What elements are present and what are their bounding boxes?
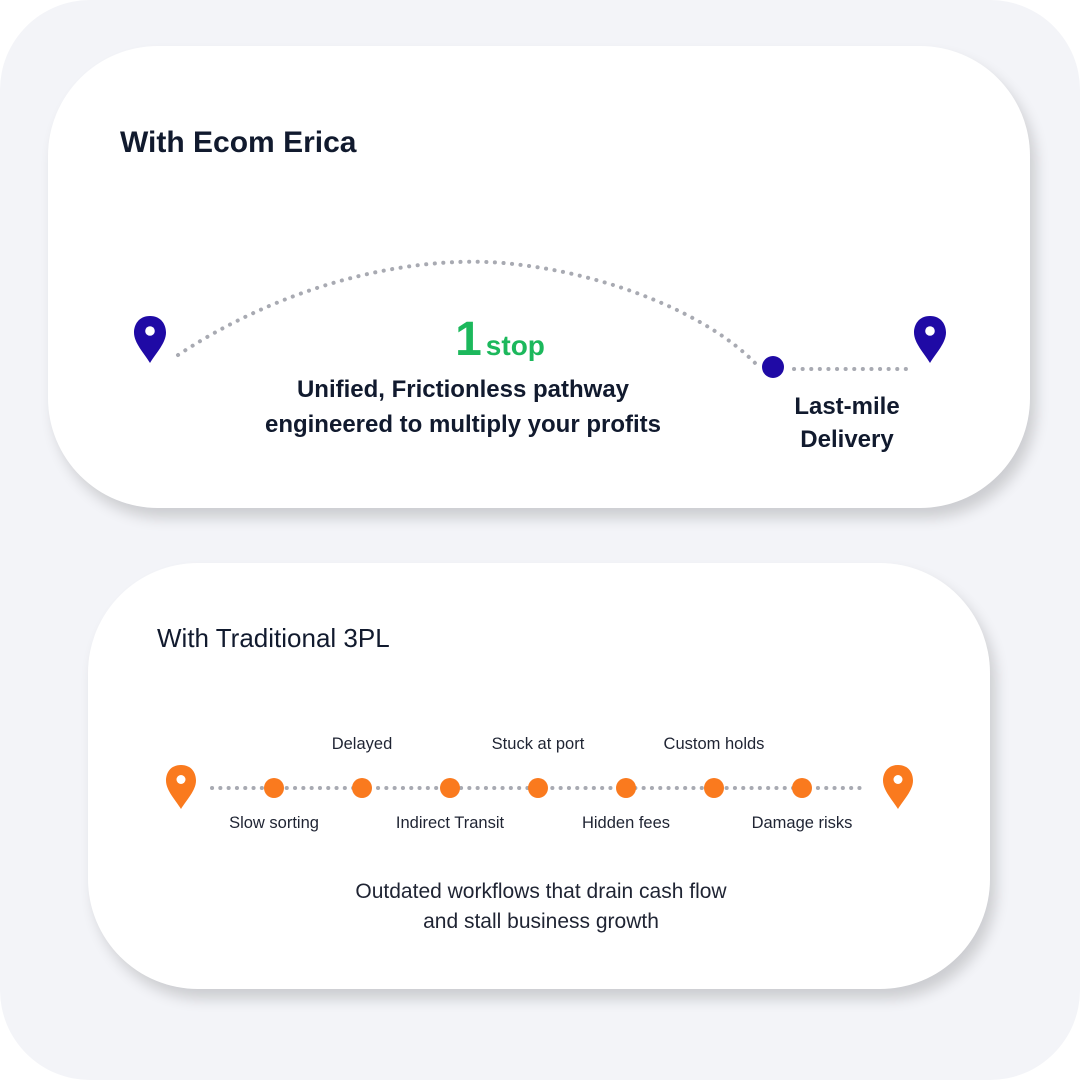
traditional-step-dots — [264, 778, 812, 798]
traditional-description-line-1: Outdated workflows that drain cash flow — [355, 880, 727, 903]
erica-description-line-1: Unified, Frictionless pathway — [296, 376, 630, 403]
step-dot — [352, 778, 372, 798]
erica-midpoint-dot — [762, 356, 784, 378]
stop-word: stop — [485, 330, 545, 361]
step-label: Custom holds — [663, 735, 765, 753]
step-label: Delayed — [331, 735, 393, 753]
step-label: Indirect Transit — [395, 814, 505, 832]
step-label: Slow sorting — [229, 814, 319, 832]
traditional-3pl-title: With Traditional 3PL — [157, 623, 390, 653]
erica-start-pin-icon — [134, 316, 166, 363]
traditional-route-diagram — [166, 765, 913, 809]
erica-end-pin-icon — [914, 316, 946, 363]
traditional-end-pin-icon — [883, 765, 913, 809]
step-dot — [704, 778, 724, 798]
erica-dotted-arc — [176, 259, 758, 366]
last-mile-line-1: Last-mile — [794, 393, 900, 420]
step-dot — [616, 778, 636, 798]
ecom-erica-title: With Ecom Erica — [120, 126, 357, 159]
step-dot — [264, 778, 284, 798]
traditional-description-line-2: and stall business growth — [423, 910, 659, 933]
step-dot — [792, 778, 812, 798]
step-label: Hidden fees — [581, 814, 671, 832]
step-dot — [528, 778, 548, 798]
traditional-start-pin-icon — [166, 765, 196, 809]
traditional-description: Outdated workflows that drain cash flow … — [238, 877, 844, 937]
traditional-3pl-card: With Traditional 3PL Slow sorting Delayed… — [88, 563, 990, 989]
stop-number: 1 — [455, 313, 482, 366]
step-label: Stuck at port — [491, 735, 585, 753]
last-mile-line-2: Delivery — [800, 426, 894, 453]
erica-description-line-2: engineered to multiply your profits — [264, 411, 662, 438]
last-mile-delivery-label: Last-mile Delivery — [754, 390, 940, 456]
step-label: Damage risks — [751, 814, 853, 832]
erica-route-diagram — [134, 259, 946, 378]
erica-description: Unified, Frictionless pathway engineered… — [198, 372, 728, 442]
step-dot — [440, 778, 460, 798]
